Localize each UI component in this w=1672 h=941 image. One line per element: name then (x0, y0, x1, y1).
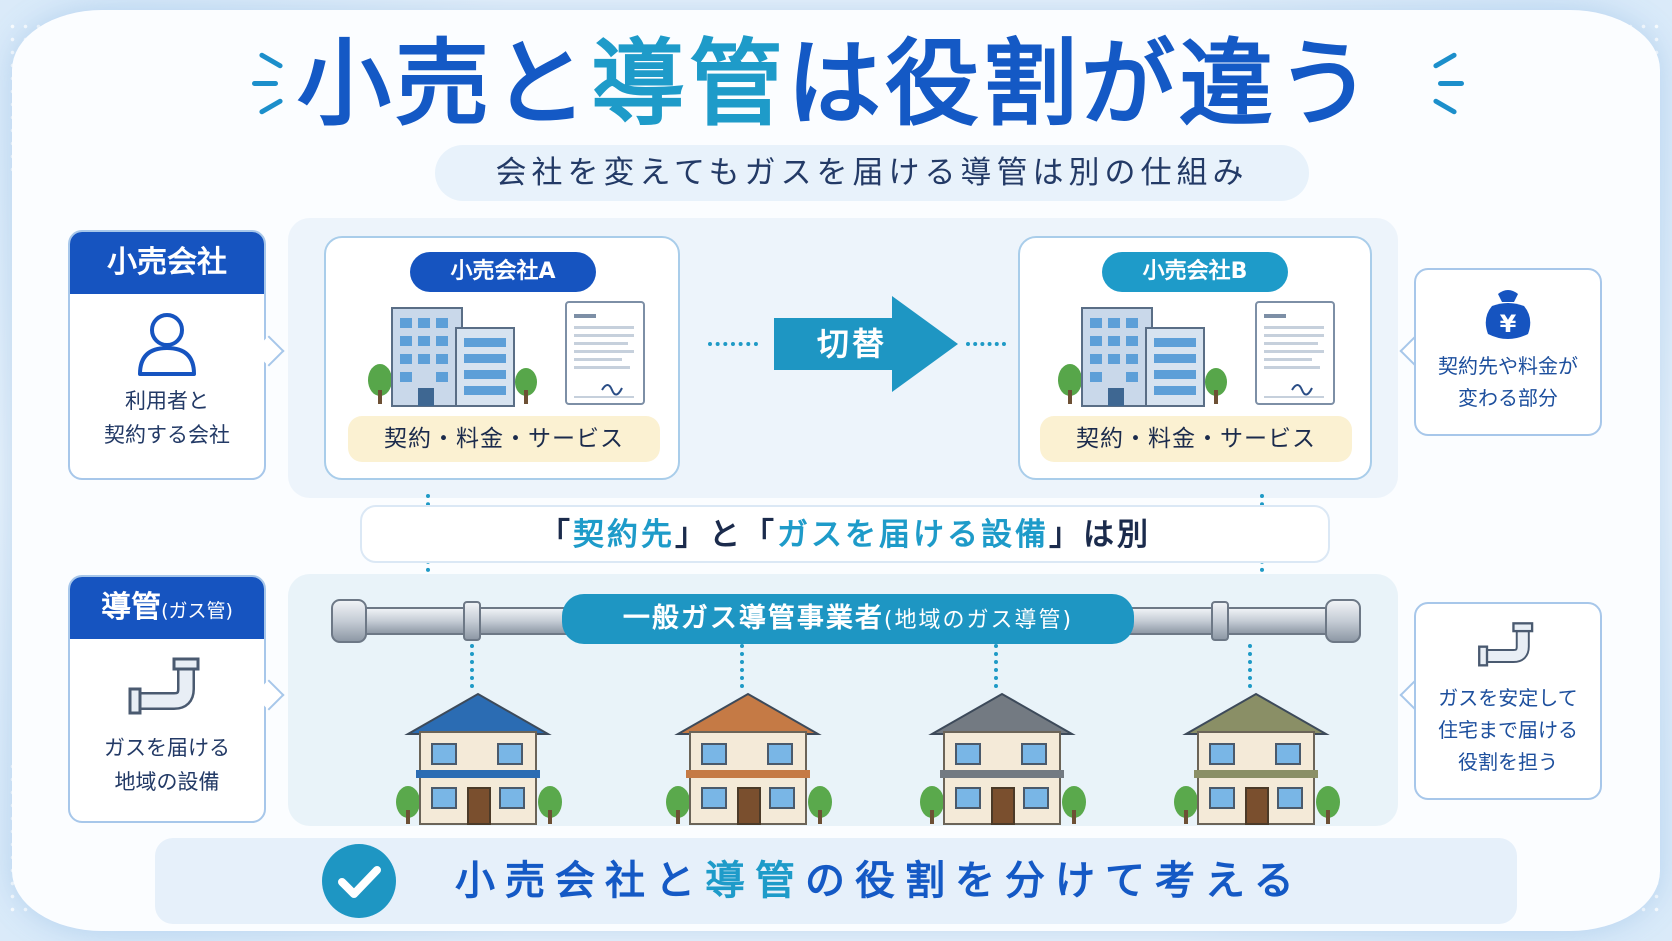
bottom-part-rest: の役割を分けて考える (805, 858, 1304, 904)
retail-label-head: 小売会社 (70, 232, 264, 294)
contract-document-icon (1255, 301, 1335, 405)
switch-arrow-icon (774, 296, 958, 392)
retail-label-line1: 利用者と (125, 389, 209, 413)
pipe-side-line1: ガスを安定して (1438, 686, 1578, 710)
connector-dots (740, 644, 744, 688)
burst-right-icon (1420, 48, 1468, 118)
pipe-elbow-icon (128, 657, 200, 715)
connector-dots (966, 342, 1006, 346)
retail-label-line2: 契約する会社 (104, 423, 230, 447)
pipe-side-card: ガスを安定して 住宅まで届ける 役割を担う (1414, 602, 1602, 800)
pipe-operator-paren: (地域のガス導管) (883, 608, 1074, 633)
retail-label-card: 小売会社 利用者と 契約する会社 (68, 230, 266, 480)
company-a-tag: 契約・料金・サービス (348, 416, 660, 462)
connector-dots (708, 342, 758, 346)
connector-dots (1248, 644, 1252, 688)
house-icon (920, 692, 1086, 825)
pipe-label-head: 導管(ガス管) (70, 577, 264, 639)
title-part-retail: 小売と (296, 30, 591, 139)
pipe-side-line3: 役割を担う (1458, 750, 1558, 774)
company-a-name: 小売会社A (410, 252, 596, 292)
yen-purse-icon: ¥ (1485, 290, 1531, 339)
pipe-operator-main: 一般ガス導管事業者 (622, 603, 884, 634)
middle-note: 「契約先」と「ガスを届ける設備」は別 (360, 505, 1330, 563)
house-icon (396, 692, 562, 825)
company-b-tag: 契約・料金・サービス (1040, 416, 1352, 462)
retail-side-line1: 契約先や料金が (1438, 354, 1578, 378)
middle-note-contract: 契約先 (573, 517, 675, 553)
pipe-label-head-main: 導管 (101, 590, 162, 625)
user-icon (138, 313, 196, 376)
house-icon (666, 692, 832, 825)
connector-dots (994, 644, 998, 688)
contract-document-icon (565, 301, 645, 405)
house-icon (1174, 692, 1340, 825)
pipe-side-line2: 住宅まで届ける (1438, 718, 1578, 742)
burst-left-icon (248, 48, 296, 118)
bottom-part-retail: 小売会社と (455, 858, 705, 904)
retail-side-line2: 変わる部分 (1458, 386, 1558, 410)
title-part-rest: は役割が違う (787, 30, 1376, 139)
connector-dots (470, 644, 474, 688)
middle-note-equipment: ガスを届ける設備 (777, 517, 1049, 553)
check-circle-icon (322, 844, 396, 918)
pipe-label-line2: 地域の設備 (114, 770, 220, 794)
middle-note-quote: 」と「 (675, 517, 777, 553)
bottom-message: 小売会社と導管の役割を分けて考える (455, 838, 1304, 924)
pipe-elbow-icon (1478, 622, 1534, 667)
company-a-card: 小売会社A 契約・料金・サービス (324, 236, 680, 480)
subtitle: 会社を変えてもガスを届ける導管は別の仕組み (435, 145, 1309, 201)
pipe-label-head-small: (ガス管) (161, 600, 233, 622)
switch-label: 切替 (816, 325, 887, 363)
pipe-label-card: 導管(ガス管) ガスを届ける 地域の設備 (68, 575, 266, 823)
pipe-operator-label: 一般ガス導管事業者(地域のガス導管) (562, 594, 1134, 644)
pipe-label-line1: ガスを届ける (104, 736, 230, 760)
bottom-part-pipe: 導管 (705, 858, 805, 904)
middle-note-quote: 」は別 (1049, 517, 1151, 553)
page-title: 小売と導管は役割が違う (0, 30, 1672, 140)
svg-text:¥: ¥ (1500, 310, 1517, 338)
title-part-pipe: 導管 (590, 30, 787, 139)
retail-side-card: ¥ 契約先や料金が 変わる部分 (1414, 268, 1602, 436)
company-b-card: 小売会社B 契約・料金・サービス (1018, 236, 1372, 480)
company-b-name: 小売会社B (1102, 252, 1288, 292)
office-building-icon (368, 307, 537, 407)
office-building-icon (1058, 307, 1227, 407)
middle-note-quote: 「 (539, 517, 573, 553)
